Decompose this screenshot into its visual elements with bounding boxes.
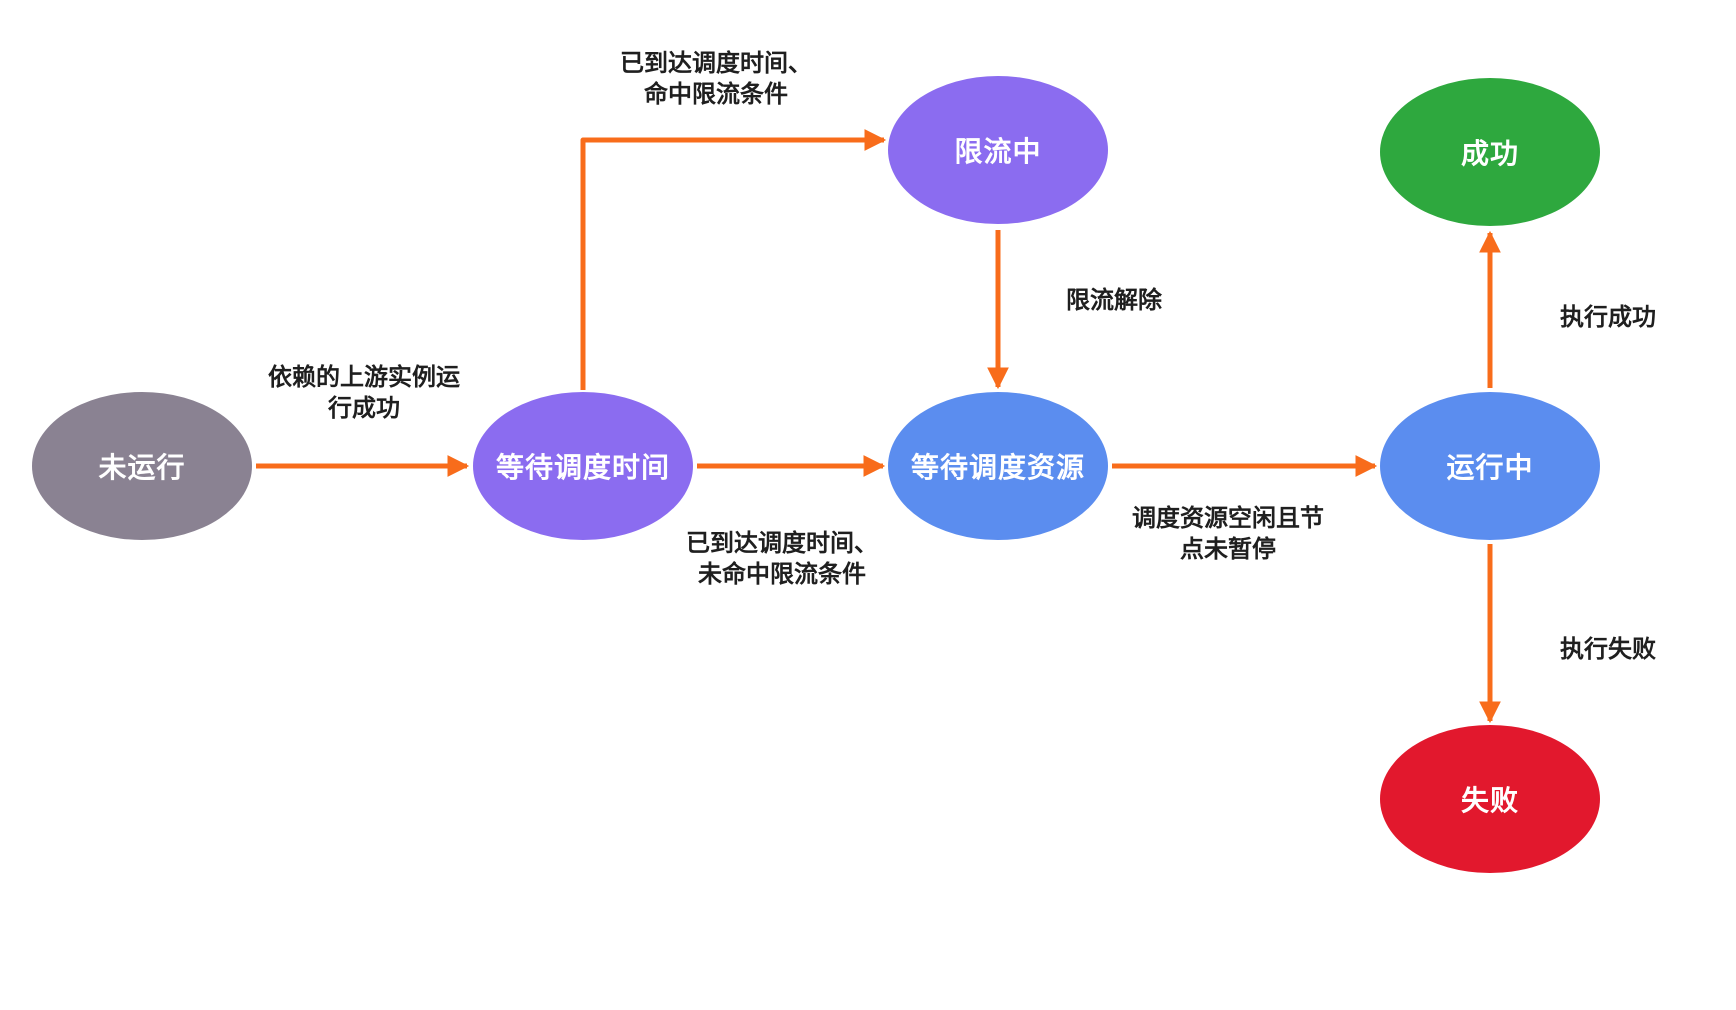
node-success-label: 成功 [1460,138,1519,169]
edge-label-time-reached-throttle-hit: 已到达调度时间、 命中限流条件 [620,50,812,108]
edge-label-execute-success: 执行成功 [1560,304,1656,331]
node-running: 运行中 [1380,392,1600,540]
node-throttled: 限流中 [888,76,1108,224]
node-waiting-schedule-time: 等待调度时间 [473,392,693,540]
node-failed: 失败 [1380,725,1600,873]
node-waiting-schedule-resource-label: 等待调度资源 [910,452,1085,483]
node-running-label: 运行中 [1446,452,1534,483]
edge-label-throttle-released: 限流解除 [1066,287,1162,314]
node-failed-label: 失败 [1460,785,1519,816]
node-throttled-label: 限流中 [954,136,1042,167]
node-success: 成功 [1380,78,1600,226]
node-not-running: 未运行 [32,392,252,540]
edge-label-upstream-success: 依赖的上游实例运 行成功 [268,364,460,422]
edge-waiting-schedule-time-to-throttled [580,129,887,390]
edge-label-execute-failed: 执行失败 [1560,636,1656,663]
node-not-running-label: 未运行 [98,452,186,483]
node-waiting-schedule-time-label: 等待调度时间 [495,452,670,483]
edge-label-resource-idle-not-paused: 调度资源空闲且节 点未暂停 [1132,505,1324,563]
edge-label-time-reached-throttle-missed: 已到达调度时间、 未命中限流条件 [686,530,878,588]
node-waiting-schedule-resource: 等待调度资源 [888,392,1108,540]
